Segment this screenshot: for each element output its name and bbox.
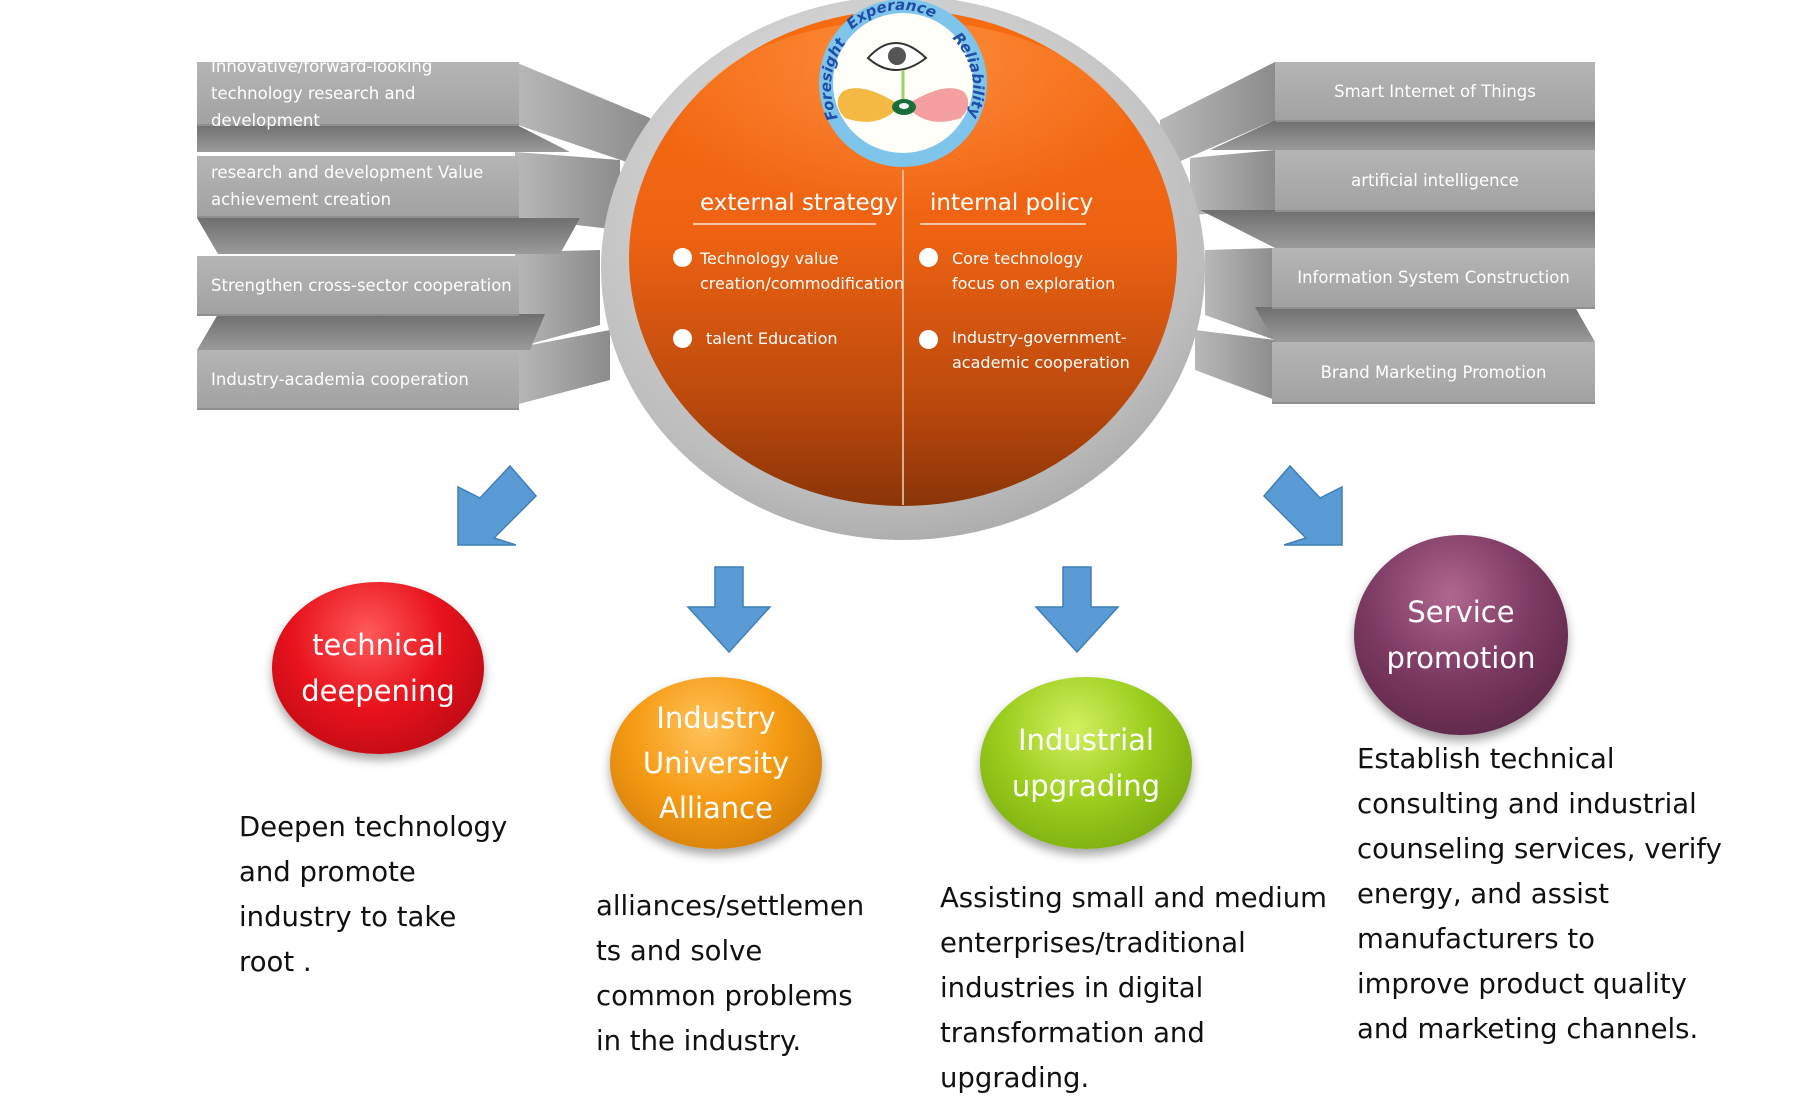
- right-slab-3: [1255, 307, 1595, 342]
- left-panel-1: Innovative/forward-looking technology re…: [197, 57, 519, 130]
- left-connector-1: [515, 62, 650, 170]
- left-panel-3: Strengthen cross-sector cooperation: [197, 256, 519, 314]
- orange-leaf-icon: [837, 88, 900, 122]
- ball-industrial-upgrading-label: Industrial upgrading: [1011, 723, 1161, 803]
- left-panel-4: Industry-academia cooperation: [197, 350, 519, 408]
- pink-leaf-icon: [906, 88, 969, 122]
- left-slab-2: [197, 218, 580, 254]
- right-connector-1: [1160, 62, 1275, 170]
- desc-industry-university-alliance: alliances/settlemen ts and solve common …: [596, 890, 865, 1057]
- external-bullet-2-dot: [673, 329, 692, 348]
- external-strategy-title: external strategy: [700, 190, 898, 216]
- ball-industrial-upgrading: Industrial upgrading: [980, 677, 1192, 849]
- desc-service-promotion: Establish technical consulting and indus…: [1357, 743, 1722, 1045]
- left-connector-2: [515, 152, 620, 230]
- right-panel-1: Smart Internet of Things: [1275, 62, 1595, 120]
- right-panel-4-text: Brand Marketing Promotion: [1320, 362, 1547, 382]
- right-connector-4: [1195, 330, 1275, 400]
- internal-bullet-1: Core technology focus on exploration: [952, 249, 1116, 293]
- right-connector-2: [1190, 150, 1275, 215]
- ball-technical-deepening-label: technical deepening: [301, 628, 455, 708]
- arrow-down-right: [1262, 464, 1343, 546]
- left-panel-3-text: Strengthen cross-sector cooperation: [211, 275, 512, 295]
- ball-technical-deepening: technical deepening: [272, 582, 484, 754]
- internal-bullet-2: Industry-government- academic cooperatio…: [952, 328, 1130, 372]
- external-bullet-1-dot: [673, 248, 692, 267]
- right-panel-3-text: Information System Construction: [1297, 268, 1570, 287]
- right-panel-3: Information System Construction: [1272, 248, 1595, 307]
- ball-service-promotion: Service promotion: [1354, 535, 1568, 735]
- right-panel-1-text: Smart Internet of Things: [1334, 81, 1536, 101]
- ball-service-promotion-label: Service promotion: [1386, 595, 1536, 675]
- internal-bullet-1-dot: [919, 248, 938, 267]
- arrow-down-2: [1034, 566, 1120, 654]
- right-slab-1: [1210, 120, 1595, 150]
- desc-technical-deepening: Deepen technology and promote industry t…: [239, 811, 508, 978]
- ball-industry-university-alliance-label: Industry University Alliance: [642, 700, 790, 825]
- left-panel-1-text: Innovative/forward-looking technology re…: [211, 56, 433, 130]
- external-bullet-1: Technology value creation/commodificatio…: [700, 249, 905, 293]
- internal-bullet-2-dot: [919, 330, 938, 349]
- logo-emblem: [819, 0, 987, 167]
- left-slab-1: [197, 124, 570, 152]
- internal-policy-title: internal policy: [930, 190, 1094, 216]
- right-slab-2: [1200, 210, 1595, 248]
- right-connector-3: [1205, 248, 1275, 340]
- ball-industry-university-alliance: Industry University Alliance: [610, 677, 822, 849]
- right-panel-4: Brand Marketing Promotion: [1272, 342, 1595, 402]
- left-panel-2: research and development Value achieveme…: [197, 156, 519, 216]
- arrow-down-left: [457, 464, 538, 546]
- external-bullet-2: talent Education: [706, 329, 838, 348]
- left-panel-4-text: Industry-academia cooperation: [211, 369, 469, 389]
- left-panel-2-text: research and development Value achieveme…: [211, 163, 484, 209]
- left-slab-3: [197, 314, 545, 350]
- desc-industrial-upgrading: Assisting small and medium enterprises/t…: [940, 882, 1327, 1094]
- right-panel-2: artificial intelligence: [1275, 150, 1595, 210]
- arrow-down-1: [686, 566, 772, 654]
- right-panel-2-text: artificial intelligence: [1351, 170, 1519, 190]
- left-connector-4: [515, 330, 610, 405]
